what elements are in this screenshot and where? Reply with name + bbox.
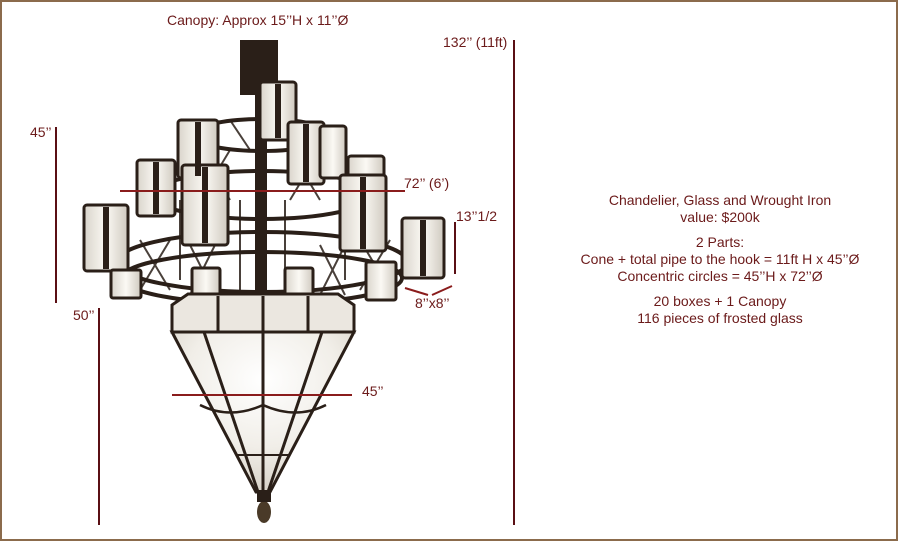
upper-height-dimension-line bbox=[55, 127, 57, 303]
cone-height-label: 50’’ bbox=[73, 307, 95, 323]
info-part-2: Concentric circles = 45’’H x 72’’Ø bbox=[617, 268, 823, 284]
info-parts-heading: 2 Parts: bbox=[695, 234, 745, 250]
info-boxes: 20 boxes + 1 Canopy bbox=[653, 293, 787, 309]
cone-height-dimension-line bbox=[98, 308, 100, 525]
canopy-label: Canopy: Approx 15’’H x 11’’Ø bbox=[167, 12, 349, 28]
box-size-label: 8’’x8’’ bbox=[415, 295, 450, 311]
box-height-dimension-line bbox=[454, 222, 456, 274]
cone-diameter-label: 45’’ bbox=[362, 383, 384, 399]
total-height-dimension-line bbox=[513, 40, 515, 525]
info-part-1: Cone + total pipe to the hook = 11ft H x… bbox=[580, 251, 860, 267]
info-panel: Chandelier, Glass and Wrought Iron value… bbox=[555, 192, 885, 335]
total-height-label: 132’’ (11ft) bbox=[443, 34, 508, 50]
box-height-label: 13’’1/2 bbox=[456, 208, 498, 224]
info-glass: 116 pieces of frosted glass bbox=[637, 310, 803, 326]
ring-diameter-label: 72’’ (6’) bbox=[404, 175, 450, 191]
info-title: Chandelier, Glass and Wrought Iron bbox=[608, 192, 832, 208]
info-value: value: $200k bbox=[680, 209, 760, 225]
upper-height-label: 45’’ bbox=[30, 124, 52, 140]
